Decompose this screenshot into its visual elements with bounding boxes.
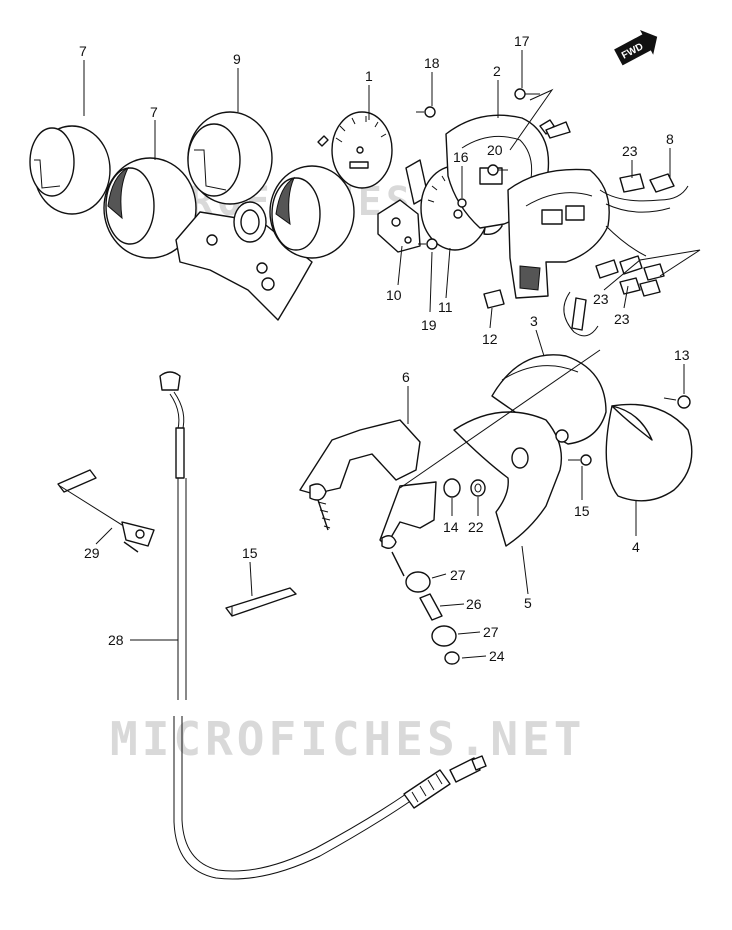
callout-labels: 7 7 9 1 18 17 2 16 20 8 23 23 23 10 11 1… [79,33,690,664]
callout-10: 10 [386,287,402,303]
screw-19 [416,106,436,118]
callout-27-upper: 27 [450,567,466,583]
callout-22: 22 [468,519,484,535]
bolt-16 [568,454,592,466]
callout-29: 29 [84,545,100,561]
callout-4: 4 [632,539,640,555]
bracket-lower [379,481,437,577]
watermark-lower: MICROFICHES.NET [110,712,585,766]
callout-21: 20 [487,142,503,158]
collar-22 [470,479,486,497]
clamp-15 [225,587,297,617]
callout-18: 17 [514,33,530,49]
cable-guide-29 [57,469,155,553]
rim-7-left [29,125,111,215]
callout-23-bottom: 23 [614,311,630,327]
callout-13: 13 [674,347,690,363]
bulb-socket-lower [595,225,665,297]
callout-27-lower: 27 [483,624,499,640]
callout-28: 28 [108,632,124,648]
leader-lines [83,50,701,659]
bulb-socket-upper [599,173,689,213]
cover-4 [605,403,693,502]
callout-16: 15 [574,503,590,519]
damper-27-upper [405,571,431,593]
callout-23-mid: 23 [593,291,609,307]
callout-11: 11 [438,299,453,315]
bolt-13 [663,395,691,409]
speedometer-cable-28 [159,371,487,880]
damper-27-lower [431,625,457,647]
rim-7-center [103,157,197,259]
grommet-14 [443,478,461,498]
callout-19: 18 [424,55,440,71]
fwd-arrow-badge: FWD [614,30,658,66]
screw-17 [457,198,467,208]
callout-2: 2 [493,63,501,79]
screw-21 [487,164,508,176]
callout-15: 15 [242,545,258,561]
cushion-12 [483,289,505,309]
callout-17: 16 [453,149,469,165]
callout-6: 6 [402,369,410,385]
callout-3: 3 [530,313,538,329]
meter-case-9 [187,111,273,205]
callout-1: 1 [365,68,373,84]
callout-26: 26 [466,596,482,612]
screw-18 [514,88,540,100]
tachometer-dial [317,111,393,189]
callout-12: 12 [482,331,498,347]
callout-14: 14 [443,519,459,535]
callout-24: 24 [489,648,505,664]
wiring-harness [563,291,599,337]
screw-20 [418,238,438,250]
nut-24 [444,651,460,665]
cover-5 [453,411,569,547]
bracket-6 [299,419,421,531]
callout-7-center: 7 [150,104,158,120]
callout-20: 19 [421,317,437,333]
callout-8: 8 [666,131,674,147]
callout-7-left: 7 [79,43,87,59]
callout-5: 5 [524,595,532,611]
callout-23-top: 23 [622,143,638,159]
collar-26 [419,593,443,621]
callout-9: 9 [233,51,241,67]
meter-lower-case [507,168,610,299]
meter-case-right [269,165,355,259]
